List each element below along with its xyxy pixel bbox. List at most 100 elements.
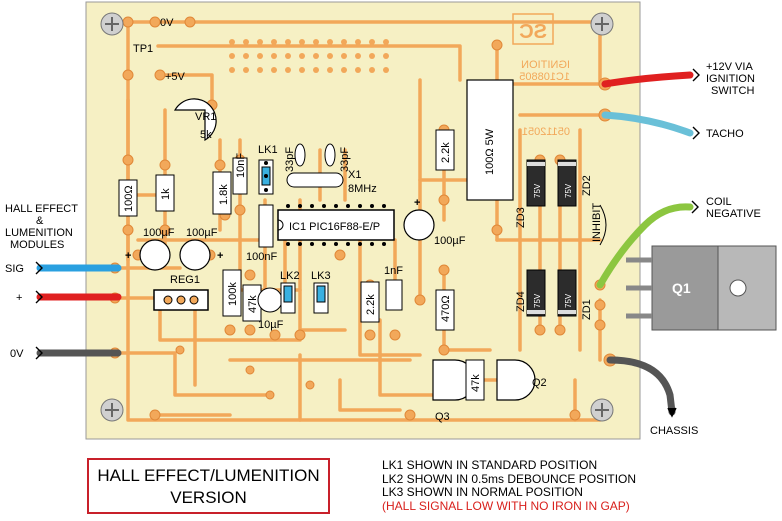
capacitor-1nf: 1nF [384, 265, 403, 311]
svg-text:Q3: Q3 [435, 411, 450, 423]
svg-text:75V: 75V [564, 293, 573, 308]
svg-text:Q1: Q1 [672, 280, 691, 296]
link-lk1: LK1 [258, 144, 278, 195]
wire-chassis [606, 356, 676, 416]
zener-zd4: 75V ZD4 [515, 269, 546, 317]
svg-text:75V: 75V [533, 183, 542, 198]
svg-text:100Ω 5W: 100Ω 5W [484, 128, 496, 175]
wire-coil [596, 203, 694, 289]
crystal-x1: X1 8MHz [286, 169, 377, 195]
capacitor-100uf-middle: 100µF + [179, 227, 223, 271]
resistor-1k: 1k [155, 174, 175, 212]
transistor-q1: Q1 [626, 245, 777, 331]
label-tacho: TACHO [706, 128, 744, 140]
svg-text:IGNITION: IGNITION [521, 59, 570, 71]
capacitor-100nf: 100nF [246, 204, 277, 263]
svg-text:LK2: LK2 [280, 270, 300, 282]
mounting-hole-br [590, 398, 614, 422]
zener-zd1: 75V ZD1 [557, 269, 593, 320]
note-lk2: LK2 SHOWN IN 0.5ms DEBOUNCE POSITION [382, 471, 637, 486]
wire-arrows [35, 68, 700, 418]
label-plus: + [16, 292, 22, 304]
svg-text:1.8k: 1.8k [218, 184, 230, 205]
mounting-hole-tr [590, 12, 614, 36]
regulator-reg1: REG1 [153, 274, 209, 311]
vr1-trimpot: VR1 5k [173, 98, 217, 142]
label-sig: SIG [5, 263, 24, 275]
svg-text:100µF: 100µF [434, 235, 466, 247]
label-5v: +5V [165, 71, 186, 83]
svg-text:LK3: LK3 [311, 270, 331, 282]
title-line-2: VERSION [170, 488, 247, 507]
resistor-2-2k-right: 2.2k [435, 129, 455, 171]
svg-text:ZD4: ZD4 [515, 291, 527, 312]
capacitor-10uf: 10µF [257, 287, 284, 331]
label-negative: NEGATIVE [706, 208, 761, 220]
svg-text:100k: 100k [227, 282, 239, 306]
svg-text:INHIBIT: INHIBIT [591, 203, 603, 242]
svg-text:47k: 47k [470, 374, 482, 392]
resistor-100ohm: 100Ω [118, 179, 138, 217]
svg-text:X1: X1 [348, 169, 361, 181]
label-0v-top: 0V [160, 17, 174, 29]
resistor-47k-right: 47k [465, 359, 485, 401]
capacitor-33pf-right: 33pF [324, 143, 351, 172]
svg-text:ZD3: ZD3 [515, 207, 527, 228]
svg-text:75V: 75V [533, 293, 542, 308]
svg-text:REG1: REG1 [170, 274, 200, 286]
label-vr1-value: 5k [200, 129, 212, 141]
svg-text:33pF: 33pF [284, 147, 296, 172]
capacitor-100uf-right: + 100µF [403, 197, 466, 247]
inhibit-link: INHIBIT [591, 203, 607, 246]
link-lk3: LK3 [311, 270, 331, 314]
label-coil: COIL [706, 196, 732, 208]
label-ignition: IGNITION [706, 73, 755, 85]
zener-zd3: 75V ZD3 [515, 159, 546, 228]
resistor-100k: 100k [222, 269, 242, 317]
svg-text:100µF: 100µF [143, 227, 175, 239]
wire-12v [601, 71, 694, 88]
polarity-plus: + [125, 250, 131, 262]
capacitor-100uf-left: 100µF + [125, 227, 175, 271]
wires [36, 71, 694, 416]
title-line-1: HALL EFFECT/LUMENITION [97, 466, 320, 485]
label-modules: MODULES [10, 239, 64, 251]
label-0v-left: 0V [10, 348, 24, 360]
transistor-q2: Q2 [496, 359, 547, 401]
svg-text:2.2k: 2.2k [365, 294, 377, 315]
svg-text:47k: 47k [247, 295, 259, 313]
svg-text:IC1 PIC16F88-E/P: IC1 PIC16F88-E/P [289, 221, 380, 233]
svg-text:8MHz: 8MHz [348, 183, 377, 195]
title-box: HALL EFFECT/LUMENITION VERSION [87, 458, 330, 514]
label-chassis: CHASSIS [650, 425, 698, 437]
right-connection-labels: +12V VIA IGNITION SWITCH TACHO COIL NEGA… [650, 61, 761, 437]
ic1-pic16f88: IC1 PIC16F88-E/P [277, 204, 395, 246]
resistor-1-8k: 1.8k [212, 171, 232, 215]
resistor-100ohm-5w: 100Ω 5W [466, 79, 514, 201]
label-vr1: VR1 [195, 111, 216, 123]
polarity-plus: + [414, 197, 420, 209]
svg-text:1nF: 1nF [384, 265, 403, 277]
svg-text:470Ω: 470Ω [440, 295, 452, 322]
note-lk1: LK1 SHOWN IN STANDARD POSITION [382, 458, 598, 472]
polarity-plus: + [217, 250, 223, 262]
svg-text:100nF: 100nF [246, 251, 277, 263]
capacitor-10nf: 10nF [232, 153, 248, 195]
label-hall-effect: HALL EFFECT [5, 203, 78, 215]
header-pads [229, 39, 389, 73]
svg-text:Q2: Q2 [532, 377, 547, 389]
mounting-hole-tl [100, 12, 124, 36]
svg-text:100µF: 100µF [186, 227, 218, 239]
capacitor-33pf-left: 33pF [284, 143, 306, 172]
svg-text:33pF: 33pF [339, 147, 351, 172]
svg-text:ZD1: ZD1 [581, 299, 593, 320]
label-tp1: TP1 [133, 43, 153, 55]
svg-text:1C108805: 1C108805 [519, 71, 570, 83]
resistor-2-2k-left: 2.2k [360, 281, 380, 323]
svg-text:1k: 1k [160, 188, 172, 200]
svg-text:10µF: 10µF [258, 319, 284, 331]
resistor-47k-left: 47k [242, 284, 262, 322]
svg-text:05112051: 05112051 [522, 126, 570, 138]
note-hall-signal: (HALL SIGNAL LOW WITH NO IRON IN GAP) [382, 498, 630, 513]
svg-text:LK1: LK1 [258, 144, 278, 156]
